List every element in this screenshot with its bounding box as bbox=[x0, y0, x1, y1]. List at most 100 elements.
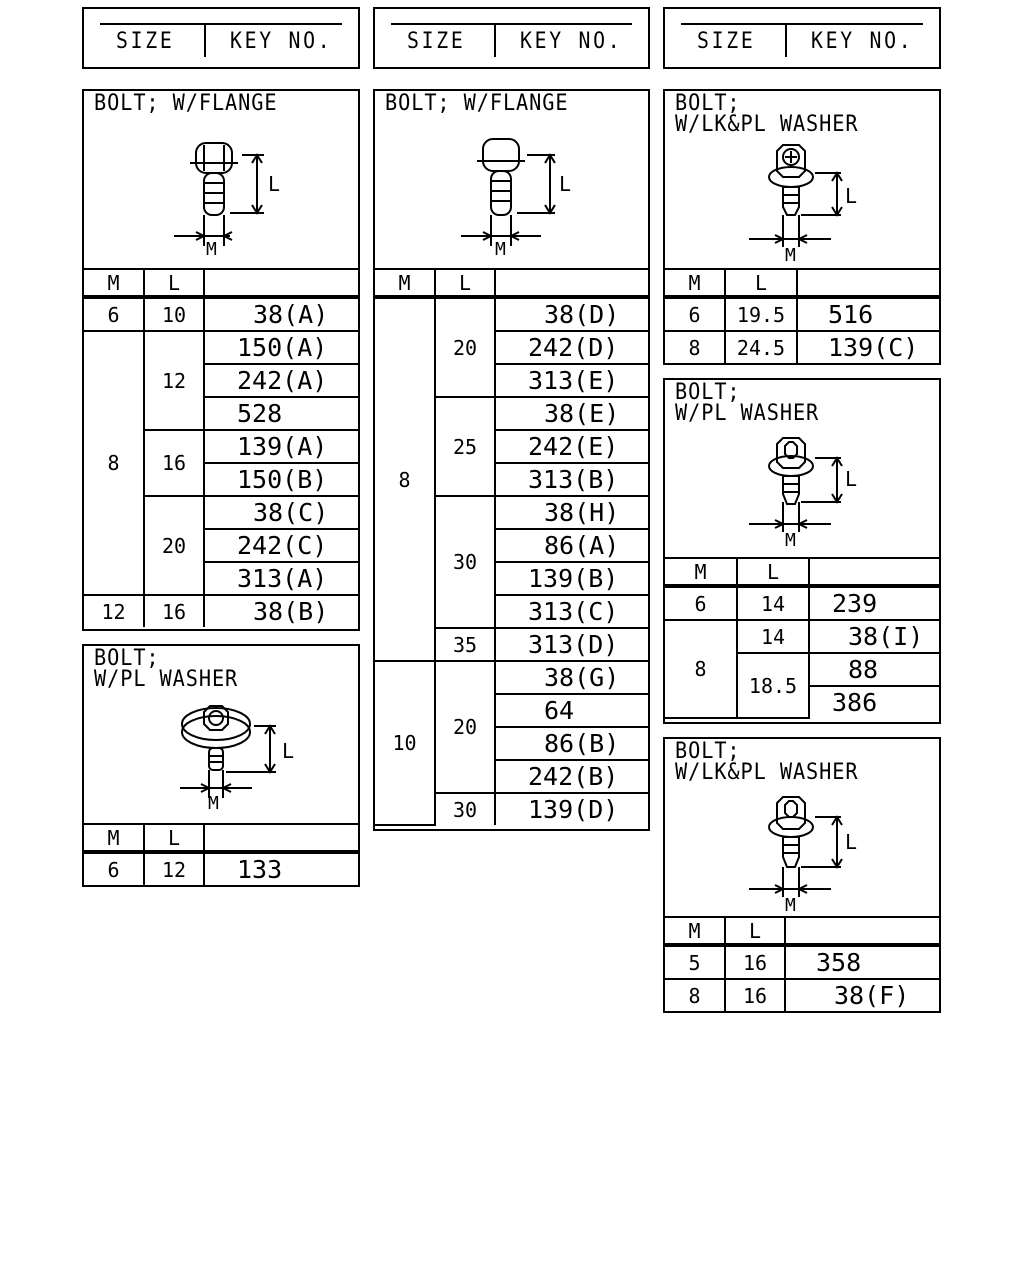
diameter-dimension-label: M bbox=[206, 239, 217, 260]
size-header-label: SIZE bbox=[697, 29, 756, 54]
size-key-header-3: SIZE KEY NO. bbox=[663, 7, 941, 69]
key-no-header-label: KEY NO. bbox=[520, 29, 623, 54]
table-row: 139(B) bbox=[375, 561, 648, 596]
column-m: M bbox=[665, 916, 726, 947]
key-number: 38(F) bbox=[784, 978, 939, 1011]
diameter-dimension-label: M bbox=[495, 239, 506, 260]
key-number: 242(A) bbox=[204, 363, 358, 398]
key-number: 86(A) bbox=[495, 528, 648, 563]
table-row: 64 bbox=[375, 693, 648, 728]
table-cell: 24.5 bbox=[724, 330, 798, 363]
size-key-header-1: SIZE KEY NO. bbox=[82, 7, 360, 69]
length-dimension-label: L bbox=[845, 184, 857, 208]
table-cell: 8 bbox=[665, 619, 738, 719]
panel-title: BOLT; W/LK&PL WASHER bbox=[675, 91, 859, 137]
table-row: 313(B) bbox=[375, 462, 648, 497]
diameter-dimension-label: M bbox=[208, 793, 219, 814]
bolt-lk-pl-washer-drawing: L M bbox=[749, 796, 857, 915]
key-number: 139(D) bbox=[494, 792, 648, 825]
key-number: 38(A) bbox=[203, 296, 358, 332]
length-dimension-label: L bbox=[845, 830, 857, 854]
table-cell: 12 bbox=[143, 330, 205, 431]
length-dimension-label: L bbox=[282, 739, 294, 763]
panel-title: BOLT; W/FLANGE bbox=[94, 91, 278, 116]
key-number: 313(D) bbox=[494, 627, 648, 662]
key-number: 528 bbox=[204, 396, 358, 431]
key-number: 133 bbox=[203, 851, 358, 885]
key-no-header-label: KEY NO. bbox=[230, 29, 333, 54]
table-cell: 16 bbox=[144, 429, 205, 497]
bolt-lk-pl-washer-drawing: L M bbox=[749, 144, 857, 266]
table-row: 242(E) bbox=[375, 429, 648, 464]
size-header-label: SIZE bbox=[116, 29, 175, 54]
key-number: 242(C) bbox=[204, 528, 358, 563]
bolt-flange-drawing: L M bbox=[174, 142, 280, 260]
table-row: 313(A) bbox=[84, 561, 358, 596]
panel-title: BOLT; W/PL WASHER bbox=[94, 646, 239, 692]
panel-title: BOLT; W/LK&PL WASHER bbox=[675, 739, 859, 785]
length-dimension-label: L bbox=[845, 467, 857, 491]
key-number: 516 bbox=[796, 296, 939, 332]
size-header-label: SIZE bbox=[407, 29, 466, 54]
key-number: 38(E) bbox=[494, 396, 648, 431]
length-dimension-label: L bbox=[559, 172, 571, 196]
column-l: L bbox=[724, 268, 798, 299]
table-row: 242(C) bbox=[84, 528, 358, 563]
diameter-dimension-label: M bbox=[785, 245, 796, 266]
table-cell: 20 bbox=[434, 296, 496, 398]
table-cell: 8 bbox=[665, 330, 726, 363]
bolt-flange-drawing: L M bbox=[461, 138, 571, 260]
table-cell: 30 bbox=[435, 792, 496, 825]
size-key-header-2: SIZE KEY NO. bbox=[373, 7, 650, 69]
bolt-pl-washer-drawing: L M bbox=[180, 705, 294, 814]
key-number: 150(B) bbox=[204, 462, 358, 497]
column-m: M bbox=[375, 268, 436, 299]
column-l: L bbox=[736, 557, 810, 588]
table-row: 313(E) bbox=[375, 363, 648, 398]
table-cell: 10 bbox=[375, 660, 436, 826]
column-l: L bbox=[724, 916, 786, 947]
table-cell: 6 bbox=[84, 296, 145, 332]
table-cell: 20 bbox=[434, 660, 496, 794]
table-cell: 8 bbox=[84, 330, 145, 596]
table-cell: 25 bbox=[435, 396, 496, 497]
table-cell: 10 bbox=[143, 296, 205, 332]
table-cell: 19.5 bbox=[724, 296, 798, 332]
table-cell bbox=[784, 916, 939, 947]
column-l: L bbox=[434, 268, 496, 299]
key-number: 38(G) bbox=[494, 660, 648, 695]
key-number: 313(C) bbox=[495, 594, 648, 629]
column-l: L bbox=[143, 823, 205, 854]
table-cell bbox=[796, 268, 939, 299]
key-number: 139(A) bbox=[203, 429, 358, 464]
key-number: 239 bbox=[808, 585, 939, 621]
table-cell: 6 bbox=[665, 585, 738, 621]
key-number: 38(D) bbox=[494, 296, 648, 332]
key-number: 38(H) bbox=[494, 495, 648, 530]
table-cell: 16 bbox=[143, 594, 205, 627]
table-row: 242(B) bbox=[375, 759, 648, 794]
column-l: L bbox=[143, 268, 205, 299]
table-cell: 8 bbox=[375, 296, 436, 662]
key-number: 139(C) bbox=[796, 330, 939, 363]
table-row: 150(B) bbox=[84, 462, 358, 497]
key-number: 242(D) bbox=[495, 330, 648, 365]
panel-title: BOLT; W/FLANGE bbox=[385, 91, 569, 116]
key-number: 386 bbox=[809, 685, 939, 718]
